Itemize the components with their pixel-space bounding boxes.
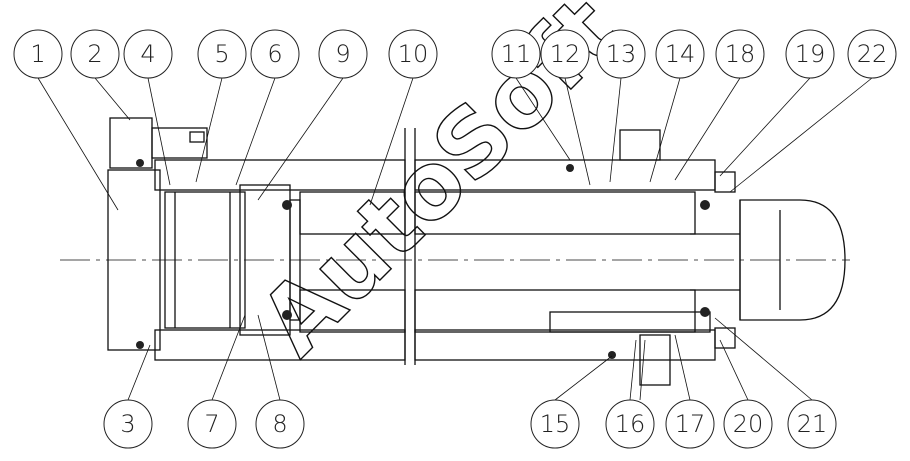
seals [136, 159, 710, 359]
leaders-top [37, 77, 873, 211]
callout-15: 15 [530, 399, 580, 449]
callout-4: 4 [123, 29, 173, 79]
callout-label: 13 [606, 40, 637, 68]
rod-eye [739, 199, 846, 321]
callout-label: 4 [140, 40, 155, 68]
callout-label: 14 [665, 40, 696, 68]
callout-label: 2 [87, 40, 102, 68]
callout-label: 17 [675, 410, 706, 438]
callout-label: 10 [398, 40, 429, 68]
callout-label: 21 [797, 410, 828, 438]
callout-10: 10 [388, 29, 438, 79]
callout-14: 14 [655, 29, 705, 79]
cylinder-base [107, 169, 161, 351]
callout-label: 1 [30, 40, 45, 68]
break-lines [404, 128, 416, 365]
callout-label: 3 [120, 410, 135, 438]
callout-label: 19 [795, 40, 826, 68]
callout-label: 5 [214, 40, 229, 68]
callout-label: 18 [725, 40, 756, 68]
callout-label: 16 [615, 410, 646, 438]
callout-label: 12 [550, 40, 581, 68]
callout-label: 11 [501, 40, 532, 68]
callout-1: 1 [13, 29, 63, 79]
callout-2: 2 [70, 29, 120, 79]
callout-5: 5 [197, 29, 247, 79]
callout-21: 21 [787, 399, 837, 449]
callouts-bottom: 3 7 8 15 16 17 20 21 [103, 399, 837, 449]
callout-label: 9 [335, 40, 350, 68]
callout-8: 8 [255, 399, 305, 449]
callout-20: 20 [723, 399, 773, 449]
callout-11: 11 [491, 29, 541, 79]
callout-16: 16 [605, 399, 655, 449]
callout-label: 8 [272, 410, 287, 438]
callout-9: 9 [318, 29, 368, 79]
callout-18: 18 [715, 29, 765, 79]
callout-17: 17 [665, 399, 715, 449]
callout-13: 13 [596, 29, 646, 79]
callout-label: 15 [540, 410, 571, 438]
piston [164, 184, 301, 336]
gland [549, 129, 736, 386]
callout-12: 12 [540, 29, 590, 79]
callout-6: 6 [250, 29, 300, 79]
callout-label: 7 [204, 410, 219, 438]
port-fitting [109, 117, 208, 169]
callout-label: 22 [857, 40, 888, 68]
callout-19: 19 [785, 29, 835, 79]
callout-22: 22 [847, 29, 897, 79]
callout-label: 6 [267, 40, 282, 68]
callout-3: 3 [103, 399, 153, 449]
callout-label: 20 [733, 410, 764, 438]
leaders-bottom [127, 314, 813, 401]
callout-7: 7 [187, 399, 237, 449]
